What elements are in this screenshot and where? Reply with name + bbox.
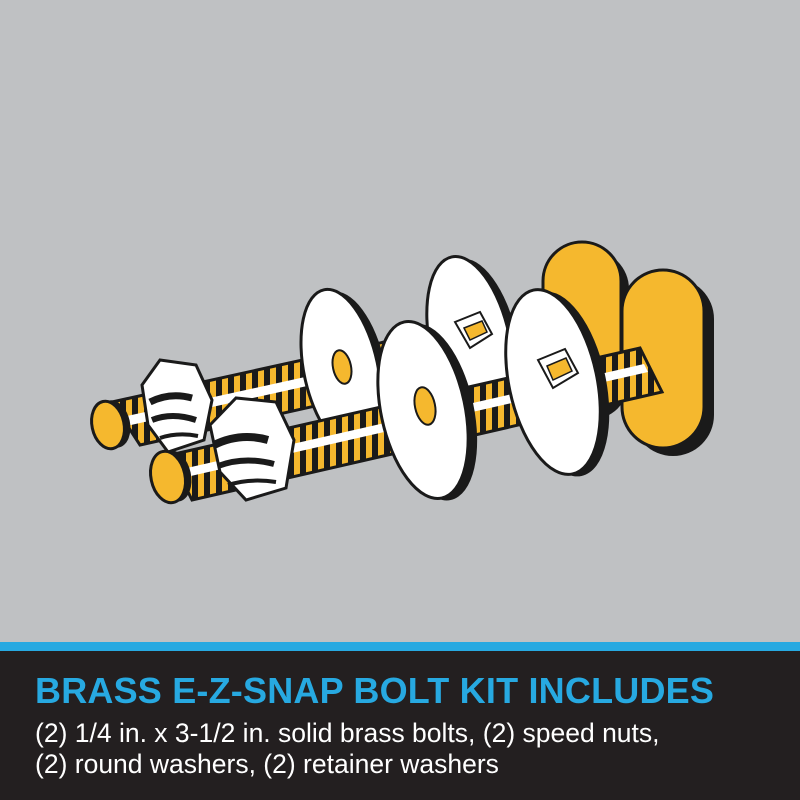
bolt-end-icon bbox=[149, 449, 192, 505]
caption-line-1: (2) 1/4 in. x 3-1/2 in. solid brass bolt… bbox=[35, 718, 660, 748]
illustration-panel bbox=[90, 240, 714, 505]
caption-heading: BRASS E-Z-SNAP BOLT KIT INCLUDES bbox=[35, 670, 715, 711]
accent-stripe bbox=[0, 642, 800, 651]
bolt-end-icon bbox=[90, 399, 131, 451]
caption-panel: BRASS E-Z-SNAP BOLT KIT INCLUDES (2) 1/4… bbox=[0, 651, 800, 800]
retainer-washer-icon bbox=[620, 268, 714, 456]
caption-line-2: (2) round washers, (2) retainer washers bbox=[35, 749, 499, 779]
hex-nut-icon bbox=[140, 358, 214, 454]
hex-nut-icon bbox=[208, 396, 296, 502]
speed-nut-icon bbox=[504, 288, 610, 477]
front-bolt bbox=[149, 268, 714, 505]
round-washer-icon bbox=[376, 320, 478, 501]
brass-bolt-kit-illustration bbox=[90, 240, 714, 505]
